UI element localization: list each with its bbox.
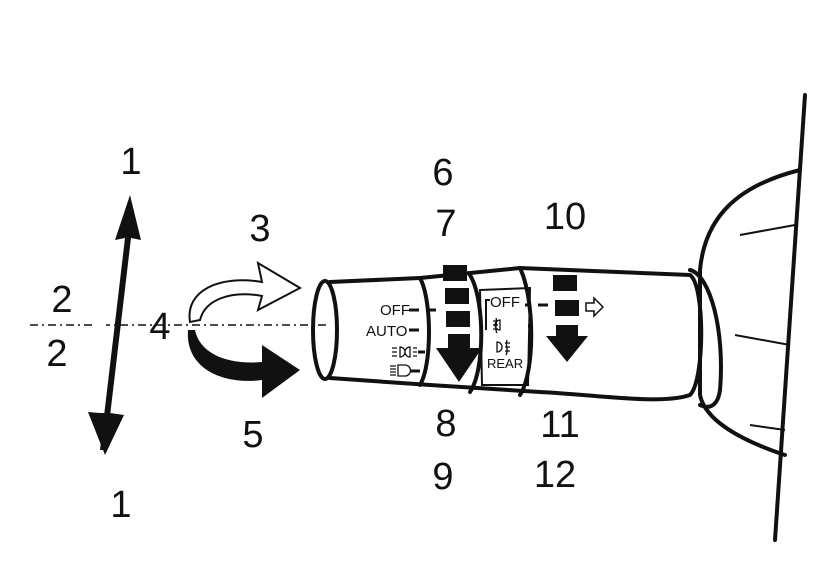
fog-position-dot (528, 348, 532, 352)
fog-position-ticks (525, 303, 548, 328)
callout-3: 3 (249, 208, 270, 250)
rotate-down-arrow (187, 330, 300, 398)
light-auto-label: AUTO (366, 323, 407, 340)
fog-switch-down-arrow (546, 275, 588, 362)
callout-5: 5 (242, 414, 263, 456)
callout-8: 8 (435, 403, 456, 445)
callout-2-top: 2 (51, 279, 72, 321)
callout-10: 10 (544, 196, 586, 238)
stalk-end-cap (311, 279, 339, 381)
callout-4: 4 (149, 306, 170, 348)
fog-rear-label: REAR (487, 356, 523, 371)
column-boot (688, 268, 723, 409)
parking-light-icon (392, 346, 417, 358)
fog-off-label: OFF (490, 294, 520, 311)
up-down-arrow (88, 195, 141, 455)
light-switch-down-arrow (436, 265, 482, 382)
callout-1-bottom: 1 (110, 484, 131, 526)
callout-2-bottom: 2 (46, 333, 67, 375)
column-cover (698, 168, 802, 457)
rotate-up-arrow (188, 260, 303, 324)
headlight-icon (390, 364, 412, 377)
callout-7: 7 (435, 203, 456, 245)
fog-bracket (485, 299, 490, 330)
stalk-body (328, 266, 704, 402)
turn-signal-arrow-icon (585, 296, 605, 318)
callout-9: 9 (432, 456, 453, 498)
front-fog-light-icon (493, 317, 501, 334)
callout-1-top: 1 (120, 141, 141, 183)
rear-fog-light-icon (496, 339, 510, 356)
callout-11: 11 (540, 404, 579, 446)
callout-12: 12 (534, 454, 576, 496)
fog-ring-panel (478, 286, 532, 386)
fog-ring (468, 266, 534, 397)
light-position-ticks (409, 308, 436, 373)
column-detail (734, 224, 796, 431)
callout-6: 6 (432, 152, 453, 194)
light-off-label: OFF (380, 302, 410, 319)
light-ring (418, 276, 431, 387)
steering-column-outline (773, 93, 807, 542)
